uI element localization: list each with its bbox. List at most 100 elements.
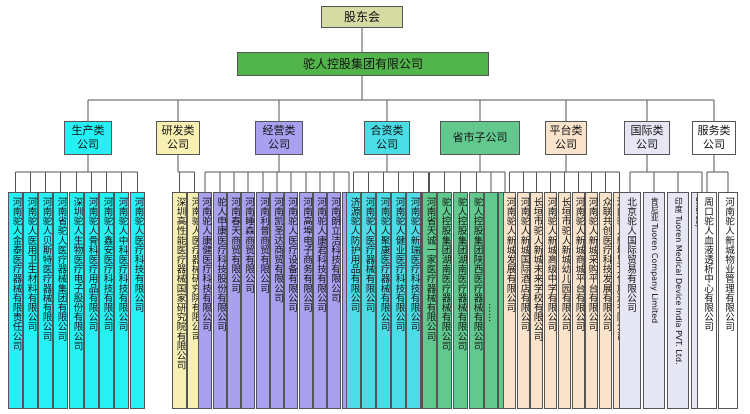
company-name: 周口驼人血液透析中心有限公司 — [702, 197, 714, 332]
category-province-box: 省市子公司 — [440, 121, 520, 155]
company-production-5: 深圳驼人生物医疗电子股份有限公司 — [69, 192, 84, 409]
company-production-1: 河南驼人金泰医疗器械有限责任公司 — [8, 192, 23, 409]
company-name: 河南驼人中科医疗科技有限公司 — [116, 197, 128, 332]
company-jv-4: 河南驼人健业医疗科技有限公司 — [391, 192, 406, 409]
company-platform-5: 长垣市驼人新城幼儿园有限公司 — [558, 192, 571, 409]
category-production-box: 生产类公司 — [64, 121, 112, 155]
company-platform-2: 河南驼人新城国际酒店有限公司 — [517, 192, 530, 409]
company-name: 肯尼亚 Tuoren Company Limited — [650, 197, 660, 324]
company-province-1: 河南省天诚一家医疗器械有限公司 — [422, 192, 437, 409]
company-name: 河南省驼人医疗器械集团有限公司 — [55, 197, 67, 341]
company-name: 驼人控股集团陕西医疗器械有限公司 — [471, 197, 483, 351]
company-province-4: 驼人控股集团陕西医疗器械有限公司 — [469, 192, 484, 409]
company-platform-7: 河南驼人新城采购平台有限公司 — [585, 192, 598, 409]
company-jv-3: 河南驼人聚康医疗器械有限公司 — [376, 192, 391, 409]
company-name: 河南驼人聚康医疗器械有限公司 — [378, 197, 390, 332]
company-jv-5: 河南驼人新瑞医疗科技有限公司 — [406, 192, 421, 409]
company-name: 河南驼人康君科技有限公司 — [315, 197, 327, 313]
category-province-label: 省市子公司 — [452, 131, 508, 145]
company-name: 河南驼人医疗器械有限公司 — [363, 197, 375, 313]
company-name: 长垣市驼人新城幼儿园有限公司 — [559, 197, 571, 332]
category-rnd-label: 研发类公司 — [161, 124, 195, 151]
company-name: 印度 Tuoren Medical Device India PVT. Ltd. — [674, 197, 684, 365]
company-name: 河南驼人新城高级中学有限公司 — [545, 197, 557, 332]
company-platform-4: 河南驼人新城高级中学有限公司 — [544, 192, 557, 409]
company-operation-4: 河南睡森商贸有限公司 — [241, 192, 255, 409]
company-platform-8: 众联共创医疗科技发展有限公司 — [599, 192, 612, 409]
company-name: 河南驼人健业医疗科技有限公司 — [393, 197, 405, 332]
company-name: 众联共创医疗科技发展有限公司 — [600, 197, 612, 332]
company-production-7: 河南驼人鑫安医疗科技有限公司 — [99, 192, 114, 409]
company-name: 河南驼人新城商城平台有限公司 — [573, 197, 585, 332]
company-name: 北京驼人国际贸易有限公司 — [625, 197, 637, 313]
shareholders-box: 股东会 — [321, 6, 403, 28]
company-name: 济源驼人防护用品有限公司 — [348, 197, 360, 313]
company-name: 河南驼人新城发展有限公司 — [504, 197, 516, 313]
company-name: 河南省天诚一家医疗器械有限公司 — [424, 197, 436, 341]
company-operation-3: 河南春天商贸有限公司 — [227, 192, 241, 409]
company-operation-5: 河南利普商贸有限公司 — [256, 192, 270, 409]
category-platform-label: 平台类公司 — [549, 124, 583, 151]
company-operation-9: 河南驼人康君科技有限公司 — [313, 192, 327, 409]
company-production-2: 河南驼人医用卫生材料有限公司 — [23, 192, 38, 409]
company-operation-8: 河南高埠电子商务有限公司 — [299, 192, 313, 409]
company-name: 长垣市驼人新城未来学校有限公司 — [531, 197, 543, 341]
company-name: 深圳高性能医疗器械国家研究院有限公司 — [174, 197, 186, 370]
company-province-2: 驼人控股集团湖南医疗器械有限公司 — [437, 192, 452, 409]
company-jv-2: 河南驼人医疗器械有限公司 — [361, 192, 376, 409]
company-name: 河南驼人骨科医疗用品有限公司 — [86, 197, 98, 332]
company-name: 河南驼人新城物业管理有限公司 — [723, 197, 735, 332]
company-production-3: 河南驼人贝斯特医疗器械有限公司 — [38, 192, 53, 409]
category-operation-label: 经营类公司 — [262, 124, 296, 151]
company-name: 驼人申康医疗科技股份有限公司 — [215, 197, 227, 332]
company-name: 河南驼人医疗设备有限公司 — [286, 197, 298, 313]
category-international-box: 国际类公司 — [624, 121, 670, 155]
category-platform-box: 平台类公司 — [545, 121, 587, 155]
category-jv-box: 合资类公司 — [364, 121, 410, 155]
category-operation-box: 经营类公司 — [255, 121, 303, 155]
company-name: 驼人控股集团湖南医疗器械有限公司 — [439, 197, 451, 351]
group-company-label: 驼人控股集团有限公司 — [302, 56, 423, 71]
company-name: 河南凯圣达商贸有限公司 — [272, 197, 284, 303]
company-production-4: 河南省驼人医疗器械集团有限公司 — [53, 192, 68, 409]
shareholders-label: 股东会 — [343, 9, 380, 24]
company-operation-7: 河南驼人医疗设备有限公司 — [284, 192, 298, 409]
company-name: 河南睡森商贸有限公司 — [243, 197, 255, 293]
company-platform-1: 河南驼人新城发展有限公司 — [503, 192, 516, 409]
group-company-box: 驼人控股集团有限公司 — [237, 52, 489, 76]
company-province-3: 驼人控股集团湖南医疗器械有限公司 — [453, 192, 468, 409]
category-service-label: 服务类公司 — [697, 124, 731, 151]
company-operation-6: 河南凯圣达商贸有限公司 — [270, 192, 284, 409]
company-name: 河南驼人新瑞医疗科技有限公司 — [408, 197, 420, 332]
company-province-more-1: …… — [484, 192, 498, 409]
company-operation-10: 河南朗立洁科技有限公司 — [327, 192, 341, 409]
company-production-6: 河南驼人骨科医疗用品有限公司 — [84, 192, 99, 409]
category-international-label: 国际类公司 — [630, 124, 664, 151]
company-service-2: 河南驼人新城物业管理有限公司 — [718, 192, 738, 409]
company-name: 河南驼人医疗器械研究院有限公司 — [189, 197, 201, 341]
company-production-9: 河南驼人医疗科技有限公司 — [130, 192, 145, 409]
company-name: 河南驼人医用卫生材料有限公司 — [25, 197, 37, 332]
company-name: 河南驼人医疗科技有限公司 — [132, 197, 144, 313]
company-service-1: 周口驼人血液透析中心有限公司 — [697, 192, 717, 409]
company-name: 河南驼人新城采购平台有限公司 — [586, 197, 598, 332]
company-name: 河南春天商贸有限公司 — [229, 197, 241, 293]
company-international-1: 北京驼人国际贸易有限公司 — [619, 192, 641, 409]
company-name: 河南朗立洁科技有限公司 — [329, 197, 341, 303]
category-jv-label: 合资类公司 — [370, 124, 404, 151]
company-name: 河南驼人康健医疗科技有限公司 — [200, 197, 212, 332]
company-platform-6: 河南驼人新城商城平台有限公司 — [572, 192, 585, 409]
company-international-3: 印度 Tuoren Medical Device India PVT. Ltd. — [667, 192, 689, 409]
company-operation-2: 驼人申康医疗科技股份有限公司 — [213, 192, 227, 409]
company-name: 深圳驼人生物医疗电子股份有限公司 — [71, 197, 83, 351]
company-jv-1: 济源驼人防护用品有限公司 — [346, 192, 361, 409]
company-name: 河南驼人鑫安医疗科技有限公司 — [101, 197, 113, 332]
company-operation-1: 河南驼人康健医疗科技有限公司 — [198, 192, 212, 409]
company-name: 河南利普商贸有限公司 — [258, 197, 270, 293]
category-service-box: 服务类公司 — [692, 121, 736, 155]
company-international-2: 肯尼亚 Tuoren Company Limited — [643, 192, 665, 409]
ellipsis-label: …… — [486, 303, 498, 323]
company-production-8: 河南驼人中科医疗科技有限公司 — [114, 192, 129, 409]
